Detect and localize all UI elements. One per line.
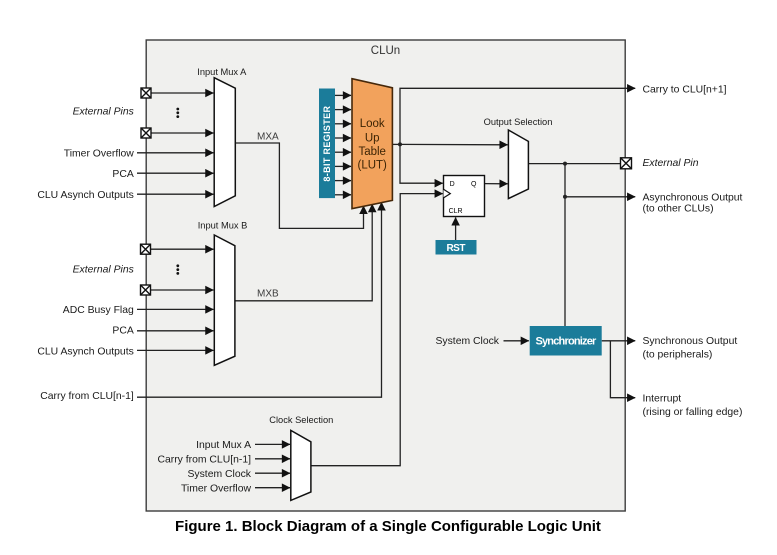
svg-text:Synchronizer: Synchronizer <box>535 335 597 347</box>
svg-text:Synchronous Output: Synchronous Output <box>643 336 738 347</box>
svg-text:Input Mux A: Input Mux A <box>196 440 251 451</box>
svg-text:Up: Up <box>365 133 380 145</box>
svg-text:D: D <box>450 181 455 188</box>
svg-text:Carry from CLU[n-1]: Carry from CLU[n-1] <box>40 391 134 402</box>
svg-text:CLU Asynch Outputs: CLU Asynch Outputs <box>37 190 133 201</box>
svg-text:Timer Overflow: Timer Overflow <box>181 484 252 495</box>
svg-text:(to peripherals): (to peripherals) <box>643 349 713 360</box>
svg-text:MXA: MXA <box>257 132 279 143</box>
svg-text:System Clock: System Clock <box>187 469 251 480</box>
svg-text:External Pin: External Pin <box>643 158 699 169</box>
svg-text:External Pins: External Pins <box>73 265 134 276</box>
svg-text:CLUn: CLUn <box>371 45 400 57</box>
svg-text:Output Selection: Output Selection <box>484 117 553 127</box>
svg-text:PCA: PCA <box>112 325 133 336</box>
svg-text:Interrupt: Interrupt <box>643 393 682 404</box>
svg-text:Asynchronous Output: Asynchronous Output <box>643 192 743 203</box>
svg-text:CLR: CLR <box>449 208 463 215</box>
svg-text:Figure 1. Block Diagram of a S: Figure 1. Block Diagram of a Single Conf… <box>175 518 601 535</box>
svg-text:ADC Busy Flag: ADC Busy Flag <box>63 305 134 316</box>
svg-text:RST: RST <box>446 243 465 254</box>
svg-text:Q: Q <box>471 181 477 188</box>
svg-text:External Pins: External Pins <box>73 106 134 117</box>
svg-text:Input Mux A: Input Mux A <box>197 67 247 77</box>
svg-text:(LUT): (LUT) <box>358 160 388 172</box>
svg-text:Timer Overflow: Timer Overflow <box>64 148 135 159</box>
svg-text:Clock Selection: Clock Selection <box>269 415 333 425</box>
svg-text:MXB: MXB <box>257 289 279 300</box>
svg-text:Carry from CLU[n-1]: Carry from CLU[n-1] <box>157 455 251 466</box>
svg-text:CLU Asynch Outputs: CLU Asynch Outputs <box>37 346 133 357</box>
svg-text:8-BIT REGISTER: 8-BIT REGISTER <box>322 106 332 182</box>
svg-text:Table: Table <box>358 146 386 158</box>
svg-text:PCA: PCA <box>112 169 133 180</box>
svg-text:(rising or falling edge): (rising or falling edge) <box>643 407 743 418</box>
svg-text:(to other CLUs): (to other CLUs) <box>643 204 714 215</box>
svg-text:Input Mux B: Input Mux B <box>198 220 248 230</box>
svg-text:System Clock: System Clock <box>435 336 499 347</box>
svg-text:Carry to CLU[n+1]: Carry to CLU[n+1] <box>643 84 727 95</box>
svg-text:Look: Look <box>360 118 385 130</box>
